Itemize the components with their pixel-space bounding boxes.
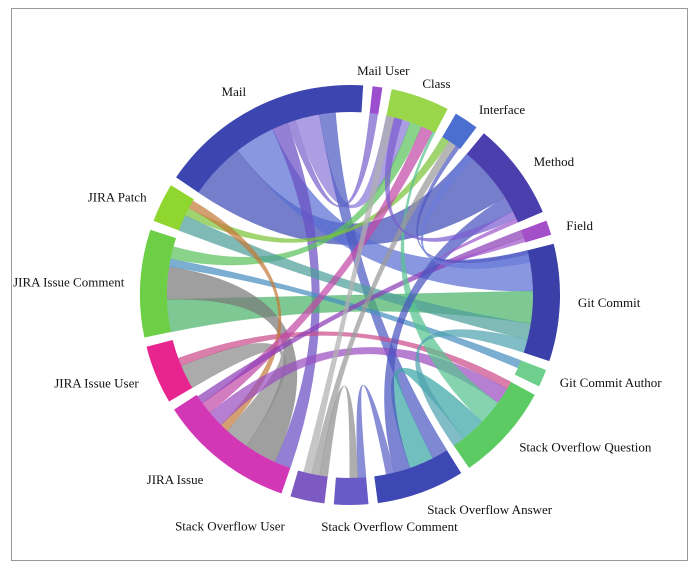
label-method: Method xyxy=(534,154,575,169)
arc-jira-issue-comment xyxy=(139,229,177,338)
ribbon-jira-issue-user-to-so-question xyxy=(177,331,512,390)
label-class: Class xyxy=(422,76,450,91)
arc-so-question xyxy=(453,382,535,468)
label-mail: Mail xyxy=(222,84,247,99)
label-jira-issue: JIRA Issue xyxy=(147,472,204,487)
arc-jira-issue xyxy=(174,394,291,494)
arc-so-answer xyxy=(374,450,462,504)
ribbon-so-user-to-interface xyxy=(311,140,457,476)
label-so-question: Stack Overflow Question xyxy=(519,439,652,454)
chord-ribbons xyxy=(166,112,534,479)
label-so-comment: Stack Overflow Comment xyxy=(321,519,458,534)
label-interface: Interface xyxy=(479,102,525,117)
label-so-user: Stack Overflow User xyxy=(175,518,285,533)
label-jira-patch: JIRA Patch xyxy=(88,189,147,204)
arc-field xyxy=(521,220,552,243)
ribbon-so-user-to-class xyxy=(303,115,395,475)
ribbon-jira-issue-comment-to-jira-issue xyxy=(166,266,298,463)
arc-git-commit-author xyxy=(514,360,547,387)
label-mail-user: Mail User xyxy=(357,63,410,78)
chord-arcs xyxy=(139,85,561,505)
ribbon-method-to-class xyxy=(384,117,517,242)
arc-so-comment xyxy=(333,477,369,505)
arc-class xyxy=(386,89,448,133)
arc-jira-patch xyxy=(153,185,194,231)
ribbon-so-question-to-class xyxy=(400,131,499,423)
arc-so-user xyxy=(290,470,328,504)
label-git-commit: Git Commit xyxy=(578,295,641,310)
arc-mail-user xyxy=(369,86,383,115)
arc-mail xyxy=(176,85,364,193)
ribbon-so-comment-to-so-user xyxy=(319,385,359,479)
arc-method xyxy=(466,133,543,223)
label-jira-issue-comment: JIRA Issue Comment xyxy=(13,275,125,290)
arc-git-commit xyxy=(523,243,561,362)
ribbon-mail-to-mail-user xyxy=(287,112,379,208)
ribbon-mail-to-so-answer xyxy=(318,112,448,459)
label-so-answer: Stack Overflow Answer xyxy=(427,502,553,517)
label-git-commit-author: Git Commit Author xyxy=(560,375,663,390)
label-jira-issue-user: JIRA Issue User xyxy=(54,375,139,390)
ribbon-git-commit-to-method xyxy=(420,153,531,269)
label-field: Field xyxy=(566,218,593,233)
arc-jira-issue-user xyxy=(146,340,193,402)
arc-interface xyxy=(442,113,477,149)
